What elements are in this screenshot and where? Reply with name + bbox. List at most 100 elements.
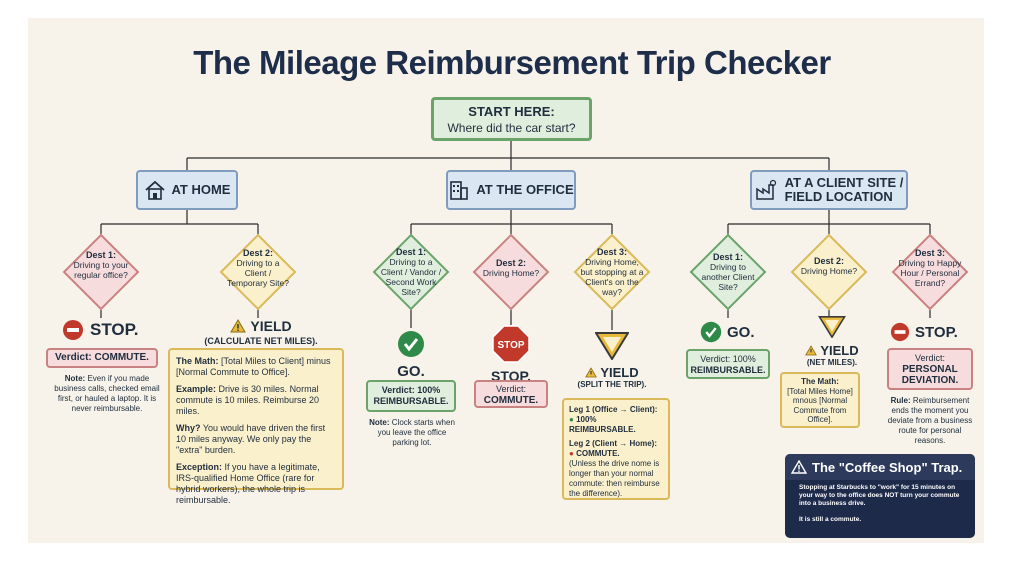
office-go-note: Note: Clock starts when you leave the of…	[364, 418, 460, 448]
leg1-value: 100% REIMBURSABLE.	[569, 415, 636, 434]
decision-text: Driving Home, but stopping at a Client's…	[580, 257, 644, 297]
exception-label: Exception:	[176, 462, 223, 472]
yield-sign-icon	[594, 332, 630, 361]
start-node: START HERE: Where did the car start?	[431, 97, 592, 141]
math-text: [Total Miles Home] mnous [Normal Commute…	[787, 386, 853, 425]
decision-text: Driving to a Client / Temporary Site?	[227, 258, 289, 288]
warning-icon	[791, 460, 807, 474]
verdict-text: Verdict: COMMUTE.	[55, 352, 149, 363]
decision-head: Dest 2:	[242, 248, 273, 258]
why-row: Why? You would have driven the first 10 …	[176, 423, 336, 456]
math-text: [Total Miles to Client] minus [Normal Co…	[176, 356, 331, 377]
decision-client-dest3: Dest 3:Driving to Happy Hour / Personal …	[890, 232, 970, 312]
go-label: GO.	[727, 323, 755, 341]
category-label: AT HOME	[171, 182, 231, 197]
yield-label: YIELD	[600, 365, 639, 380]
verdict-line2: COMMUTE.	[483, 395, 539, 406]
decision-text: Driving Home?	[482, 268, 540, 278]
home-stop-note: Note: Even if you made business calls, c…	[52, 374, 162, 414]
trap-body-conclusion: It is still a commute.	[799, 516, 862, 523]
decision-office-dest2: Dest 2:Driving Home?	[471, 232, 551, 312]
note-text: Clock starts when you leave the office p…	[377, 418, 455, 447]
leg2-row: Leg 2 (Client → Home):	[569, 439, 663, 449]
warning-icon	[585, 367, 598, 378]
math-label: The Math:	[801, 377, 839, 386]
leg1-label: Leg 1 (Office → Client):	[569, 405, 658, 414]
decision-home-dest2: Dest 2:Driving to a Client / Temporary S…	[218, 232, 298, 312]
diamond-shape	[372, 233, 450, 311]
verdict-line3: DEVIATION.	[901, 375, 959, 386]
decision-home-dest1: Dest 1:Driving to your regular office?	[61, 232, 141, 312]
stop-label: STOP.	[90, 320, 139, 339]
home-stop-outcome: STOP.	[62, 318, 162, 342]
go-label: GO.	[397, 363, 425, 380]
office-stop-verdict: Verdict: COMMUTE.	[474, 380, 548, 408]
diamond-shape	[573, 233, 651, 311]
why-label: Why?	[176, 423, 201, 433]
verdict-text: Verdict: 100% REIMBURSABLE.	[373, 385, 449, 406]
office-yield-details: Leg 1 (Office → Client): ● 100% REIMBURS…	[562, 398, 670, 500]
math-row: The Math: [Total Miles to Client] minus …	[176, 356, 336, 378]
check-circle-icon	[700, 321, 722, 343]
leg2-note: (Unless the drive nome is longer than yo…	[569, 459, 660, 498]
decision-client-dest1: Dest 1:Driving to another Client Site?	[688, 232, 768, 312]
client-stop-outcome: STOP.	[890, 320, 980, 344]
verdict-line2: PERSONAL	[902, 364, 958, 375]
office-go-outcome: GO.	[380, 330, 442, 380]
warning-icon	[230, 319, 247, 333]
decision-text: Driving Home?	[800, 266, 858, 276]
check-icon: ●	[569, 415, 574, 424]
decision-head: Dest 1:	[85, 250, 116, 260]
category-at-the-office: AT THE OFFICE	[446, 170, 576, 210]
yield-sign-icon	[818, 316, 846, 339]
why-text: You would have driven the first 10 miles…	[176, 423, 326, 455]
office-building-icon	[450, 181, 469, 200]
decision-office-dest3: Dest 3:Driving Home, but stopping at a C…	[572, 232, 652, 312]
coffee-shop-trap-callout: The "Coffee Shop" Trap. Stopping at Star…	[785, 454, 975, 538]
house-icon	[144, 180, 165, 200]
decision-head: Dest 2:	[495, 258, 526, 268]
factory-icon	[755, 179, 776, 200]
office-go-verdict: Verdict: 100% REIMBURSABLE.	[366, 380, 456, 412]
decision-client-dest2: Dest 2:Driving Home?	[789, 232, 869, 312]
leg2-label: Leg 2 (Client → Home):	[569, 439, 658, 448]
client-stop-verdict: Verdict: PERSONAL DEVIATION.	[887, 348, 973, 390]
home-yield-outcome: YIELD (CALCULATE NET MILES).	[196, 318, 326, 346]
diamond-shape	[62, 233, 140, 311]
decision-head: Dest 3:	[914, 248, 945, 258]
office-yield-outcome: YIELD (SPLIT THE TRIP).	[570, 332, 654, 389]
leg1-value-row: ● 100% REIMBURSABLE.	[569, 415, 663, 435]
decision-head: Dest 1:	[395, 247, 426, 257]
client-go-verdict: Verdict: 100% REIMBURSABLE.	[686, 349, 770, 379]
trap-title: The "Coffee Shop" Trap.	[812, 459, 963, 475]
do-not-enter-icon	[890, 322, 910, 342]
page-title: The Mileage Reimbursement Trip Checker	[193, 44, 831, 81]
diamond-shape	[689, 233, 767, 311]
leg2-value: COMMUTE.	[576, 449, 620, 458]
stop-sign-text: STOP	[497, 340, 524, 351]
decision-head: Dest 3:	[596, 247, 627, 257]
note-label: Note:	[64, 374, 86, 383]
category-client-site: AT A CLIENT SITE /FIELD LOCATION	[750, 170, 908, 210]
decision-office-dest1: Dest 1:Driving to a Client / Vandor / Se…	[371, 232, 451, 312]
decision-head: Dest 2:	[813, 256, 844, 266]
example-row: Example: Drive is 30 miles. Normal commu…	[176, 384, 336, 417]
rule-label: Rule:	[890, 396, 911, 405]
leg2-value-row: ● COMMUTE.	[569, 449, 663, 459]
diamond-shape	[472, 233, 550, 311]
office-stop-outcome: STOP STOP.	[478, 325, 544, 384]
exception-text: If you have a legitimate, IRS-qualified …	[176, 462, 320, 505]
math-label: The Math:	[176, 356, 219, 366]
decision-text: Driving to your regular office?	[73, 260, 129, 280]
start-heading: START HERE:	[468, 104, 555, 119]
client-yield-outcome: YIELD (NET MILES).	[792, 316, 872, 367]
category-label-line1: AT A CLIENT SITE /	[784, 175, 904, 190]
category-at-home: AT HOME	[136, 170, 238, 210]
note-text: Even if you made business calls, checked…	[54, 374, 160, 413]
home-stop-verdict: Verdict: COMMUTE.	[46, 348, 158, 368]
trap-header: The "Coffee Shop" Trap.	[785, 454, 975, 480]
do-not-enter-icon	[63, 320, 83, 340]
note-label: Note:	[369, 418, 390, 427]
category-label: AT THE OFFICE	[476, 182, 574, 197]
check-circle-icon	[398, 331, 424, 357]
